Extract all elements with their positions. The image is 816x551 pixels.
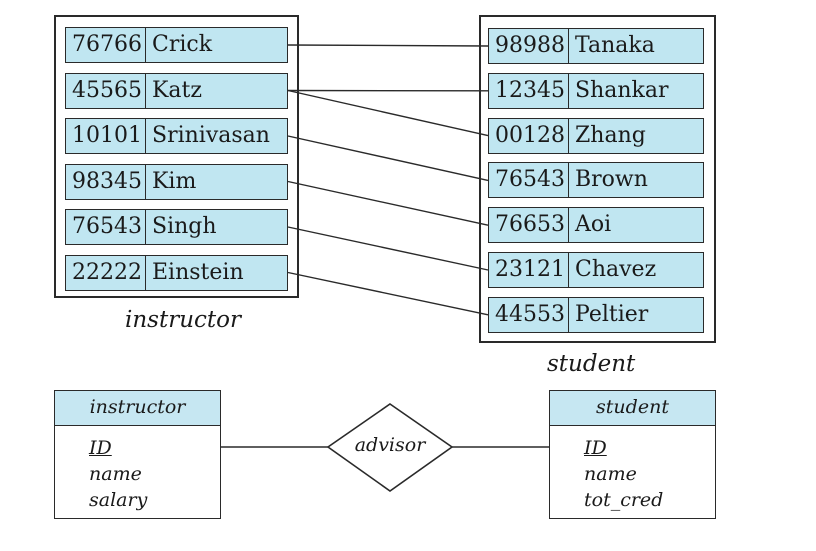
advisor-link-line bbox=[287, 89, 489, 137]
advisor-relationship-label: advisor bbox=[354, 434, 426, 456]
instructor-entity-title: instructor bbox=[55, 391, 220, 426]
student-entity-title: student bbox=[550, 391, 715, 426]
advisor-link-line bbox=[287, 44, 489, 47]
student-record-id: 00128 bbox=[489, 118, 569, 153]
instructor-record-name: Crick bbox=[152, 32, 213, 57]
student-record-name: Shankar bbox=[575, 77, 669, 103]
instructor-entity-attribute: salary bbox=[89, 489, 148, 511]
student-entity-attribute: tot_cred bbox=[584, 489, 664, 511]
instructor-entity-primary-key: ID bbox=[89, 437, 112, 459]
instructor-record-name: Einstein bbox=[152, 259, 244, 285]
instructor-entity-attribute: name bbox=[89, 463, 142, 485]
student-record-name: Brown bbox=[575, 167, 648, 193]
student-record-name: Tanaka bbox=[575, 33, 655, 58]
instructor-record-id: 45565 bbox=[66, 73, 146, 108]
student-record-id: 76653 bbox=[489, 208, 569, 243]
student-record-id: 44553 bbox=[489, 297, 569, 332]
student-entity: student ID name tot_cred bbox=[549, 390, 716, 519]
instructor-table-caption: instructor bbox=[125, 307, 241, 333]
student-table-caption: student bbox=[547, 351, 636, 377]
instructor-record-id: 98345 bbox=[66, 164, 146, 199]
advisor-link-line bbox=[287, 226, 489, 271]
instructor-record-name: Katz bbox=[152, 77, 202, 103]
advisor-relationship-diamond bbox=[326, 403, 454, 492]
instructor-record-name: Kim bbox=[152, 168, 197, 194]
instructor-record-id: 76543 bbox=[66, 210, 146, 244]
student-record-id: 98988 bbox=[489, 29, 569, 63]
student-record-name: Zhang bbox=[575, 122, 646, 148]
instructor-record-id: 10101 bbox=[66, 119, 146, 153]
student-record-id: 76543 bbox=[489, 163, 569, 198]
student-record-name: Aoi bbox=[575, 212, 612, 238]
instructor-entity: instructor ID name salary bbox=[54, 390, 221, 519]
student-record-name: Peltier bbox=[575, 301, 649, 327]
instructor-record-id: 76766 bbox=[66, 28, 146, 62]
student-entity-attribute: name bbox=[584, 463, 637, 485]
advisor-link-line bbox=[287, 271, 489, 316]
instructor-record-id: 22222 bbox=[66, 255, 146, 290]
student-entity-primary-key: ID bbox=[584, 437, 607, 459]
student-record-name: Chavez bbox=[575, 257, 657, 282]
student-record-id: 12345 bbox=[489, 73, 569, 108]
student-record-id: 23121 bbox=[489, 253, 569, 287]
advisor-link-line bbox=[287, 135, 489, 182]
advisor-link-line bbox=[287, 180, 489, 226]
instructor-record-name: Singh bbox=[152, 214, 217, 239]
instructor-record-name: Srinivasan bbox=[152, 123, 270, 148]
